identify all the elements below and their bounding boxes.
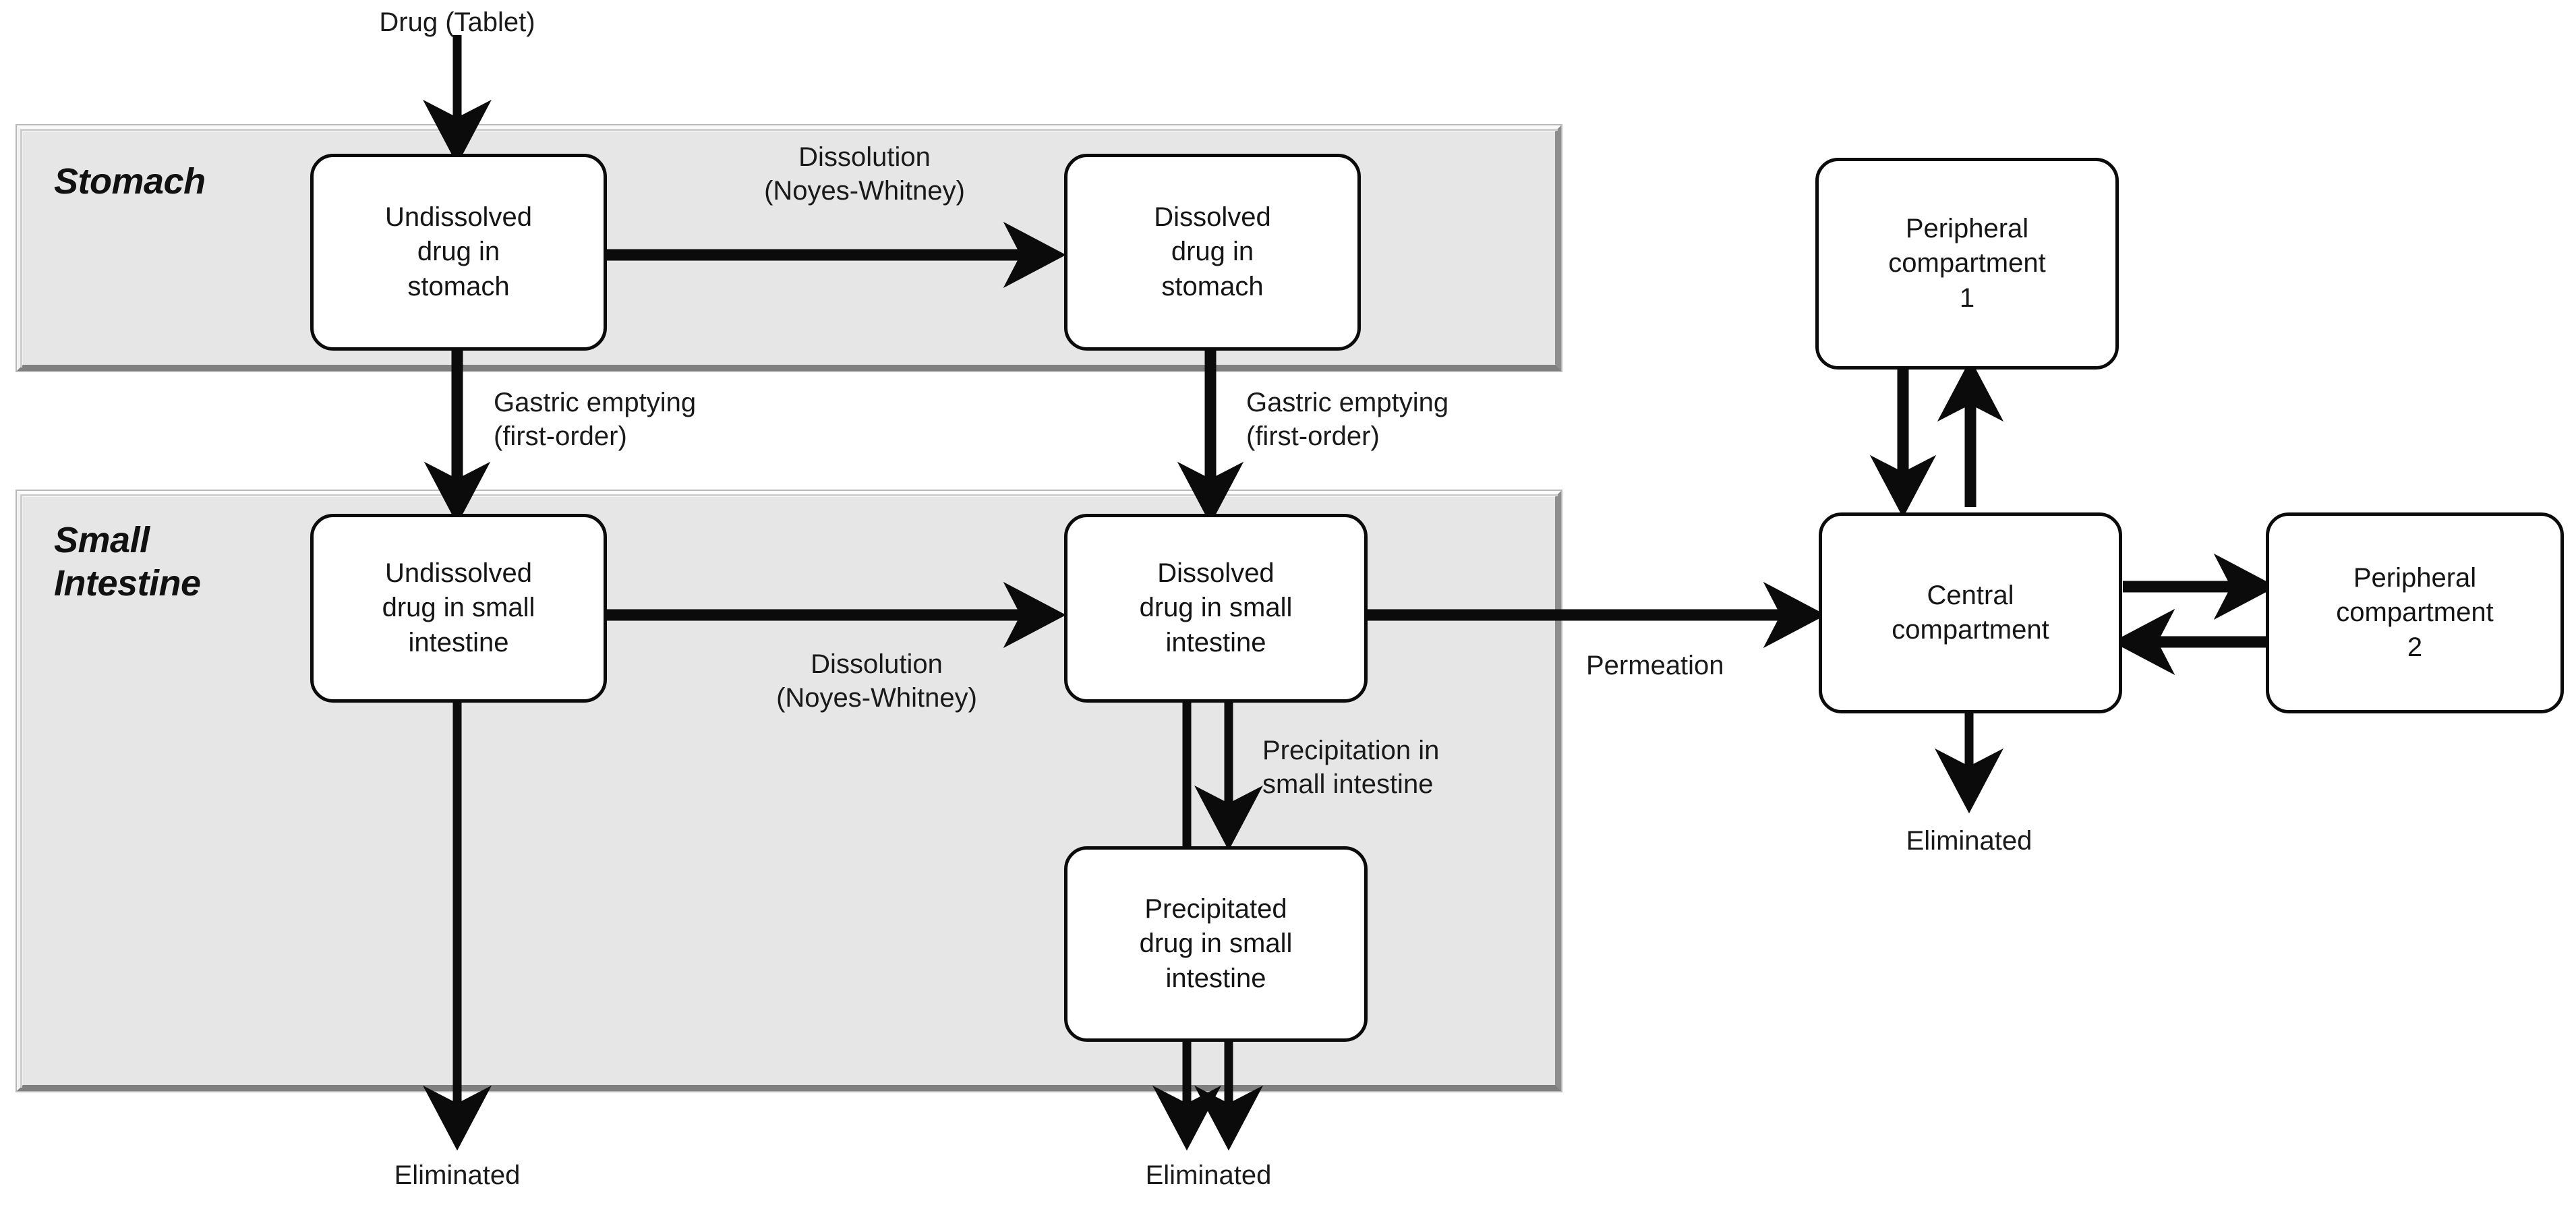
node-dissolved-drug-in-stomach[interactable]: Dissolved drug in stomach [1064,154,1361,351]
node-peripheral-compartment-2[interactable]: Peripheral compartment 2 [2266,512,2564,713]
node-dissolved-drug-in-small-intestine[interactable]: Dissolved drug in small intestine [1064,514,1368,703]
label-eliminated-central: Eliminated [1906,826,2032,856]
label-gastric-emptying-undissolved: Gastric emptying (first-order) [494,388,697,452]
label-drug-tablet: Drug (Tablet) [379,7,535,37]
label-dissolution-stomach: Dissolution (Noyes-Whitney) [764,142,965,206]
label-permeation: Permeation [1586,651,1724,680]
node-undissolved-drug-in-stomach[interactable]: Undissolved drug in stomach [310,154,607,351]
label-gastric-emptying-dissolved: Gastric emptying (first-order) [1246,388,1449,452]
organ-label-small-intestine: Small Intestine [54,520,201,604]
label-eliminated-undissolved-small-intestine: Eliminated [394,1160,521,1190]
label-precipitation-small-intestine: Precipitation in small intestine [1262,736,1440,800]
organ-label-stomach: Stomach [54,161,206,202]
label-eliminated-small-intestine: Eliminated [1145,1160,1272,1190]
node-undissolved-drug-in-small-intestine[interactable]: Undissolved drug in small intestine [310,514,607,703]
node-central-compartment[interactable]: Central compartment [1819,512,2122,713]
node-precipitated-drug-in-small-intestine[interactable]: Precipitated drug in small intestine [1064,846,1368,1042]
label-dissolution-small-intestine: Dissolution (Noyes-Whitney) [776,649,977,713]
node-peripheral-compartment-1[interactable]: Peripheral compartment 1 [1815,158,2119,370]
